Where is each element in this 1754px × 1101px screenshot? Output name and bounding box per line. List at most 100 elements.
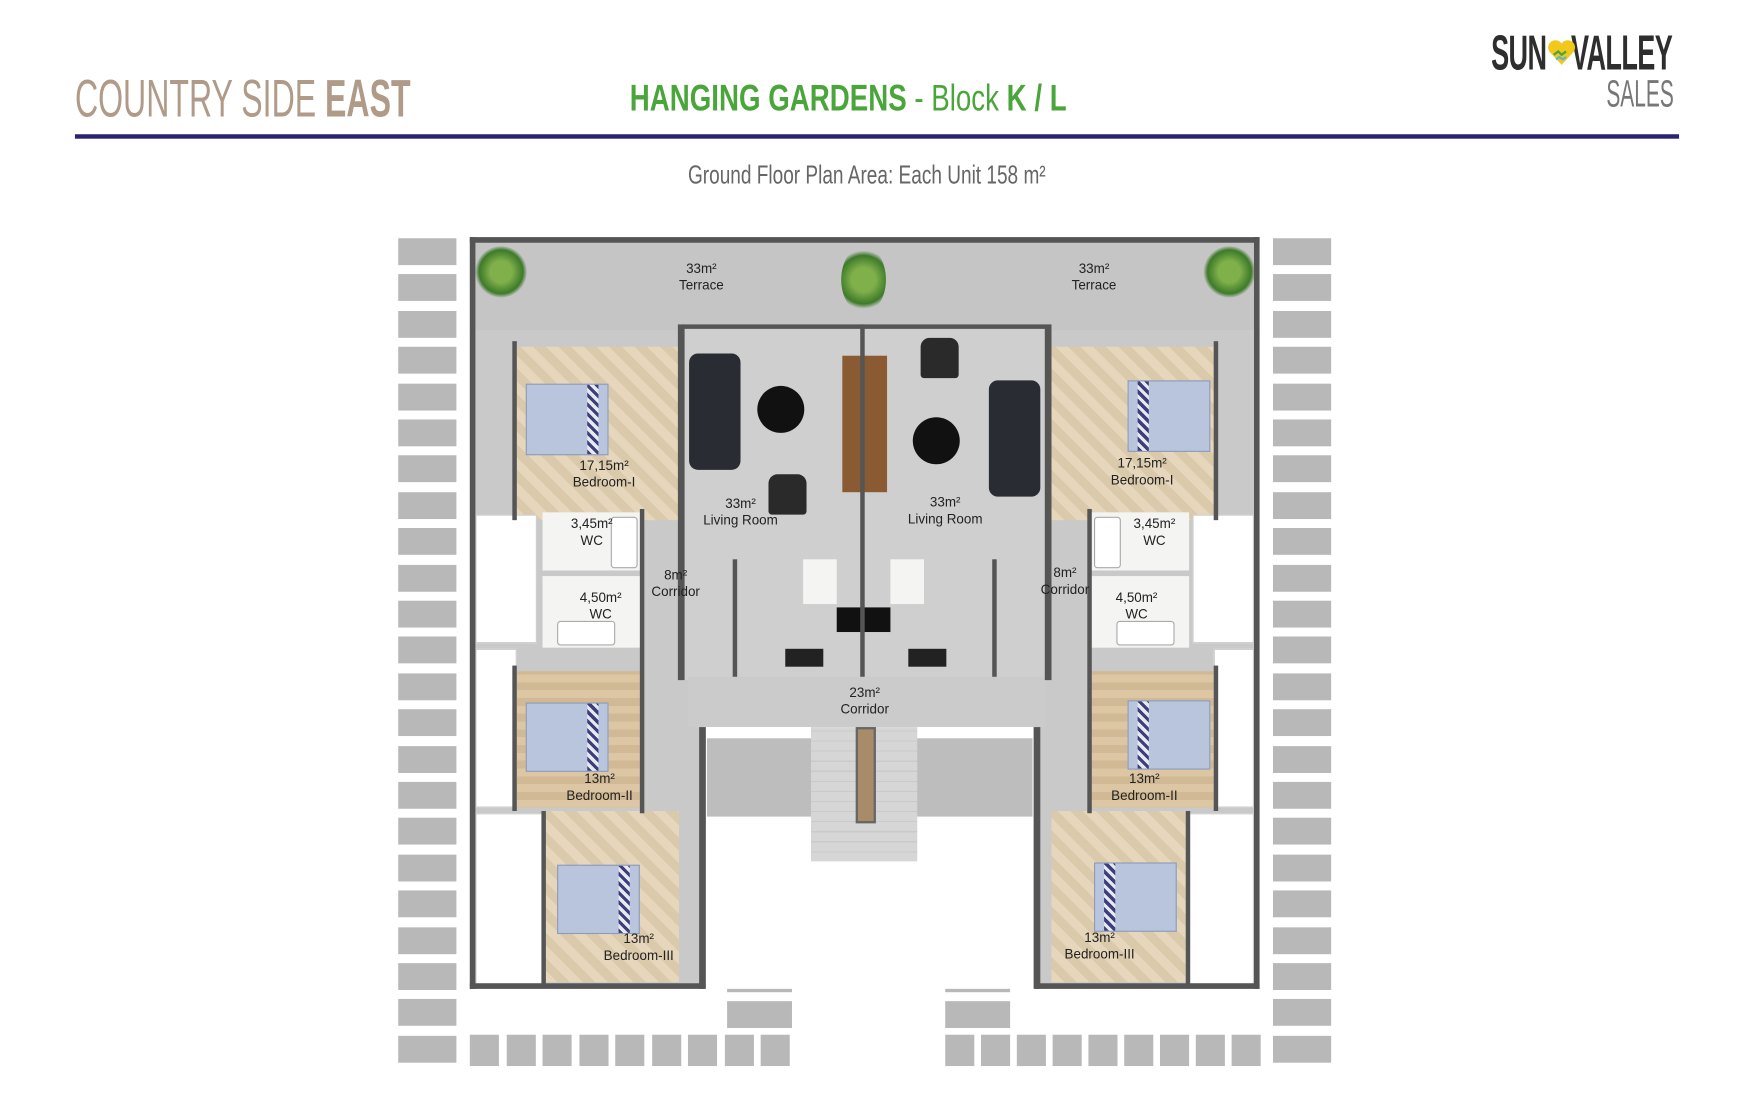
parking-space: [1272, 781, 1332, 809]
separator: -: [906, 77, 932, 119]
parking-space: [1272, 383, 1332, 411]
parking-space: [398, 346, 457, 374]
parking-space: [1272, 709, 1332, 737]
wall: [469, 983, 705, 989]
label-text: 3,45m²: [570, 515, 613, 532]
logo-sales: SALES: [1606, 72, 1674, 116]
parking-space: [1272, 1035, 1332, 1063]
wall: [1034, 983, 1260, 989]
project-name: HANGING GARDENS: [629, 77, 907, 119]
label-text: 17,15m²: [1117, 455, 1167, 471]
wall: [1087, 508, 1092, 814]
development-title: COUNTRY SIDE EAST: [75, 67, 411, 129]
parking-space: [724, 1034, 754, 1067]
parking-space: [506, 1034, 536, 1067]
parking-space: [398, 383, 457, 411]
label-text: Living Room: [907, 511, 983, 527]
bed-icon: [525, 702, 609, 772]
label-text: WC: [1125, 606, 1148, 622]
wall: [699, 727, 706, 989]
wall: [541, 810, 546, 985]
parking-space: [398, 636, 457, 664]
void: [1213, 648, 1254, 808]
parking-space: [1272, 600, 1332, 628]
parking-space: [578, 1034, 608, 1067]
parking-space: [1088, 1034, 1118, 1067]
sink: [785, 648, 824, 667]
parking-space: [398, 238, 457, 266]
logo-valley: VALLEY: [1571, 25, 1673, 81]
plant-icon: [841, 246, 886, 314]
wall: [469, 237, 1260, 243]
label-text: 23m²: [849, 684, 880, 701]
block-value: K / L: [1006, 77, 1067, 119]
parking-space: [398, 419, 457, 447]
parking-space: [398, 854, 457, 882]
label-text: Corridor: [1040, 581, 1090, 598]
bed-icon: [1127, 380, 1211, 452]
void: [475, 648, 517, 808]
wall: [1213, 341, 1219, 521]
parking-space: [1231, 1034, 1261, 1067]
wall: [1213, 665, 1219, 811]
parking-space: [1052, 1034, 1082, 1067]
parking-space: [398, 528, 457, 556]
label-text: Bedroom-II: [1111, 787, 1178, 804]
sofa-icon: [988, 380, 1041, 497]
parking-space: [981, 1034, 1011, 1067]
wall: [512, 341, 517, 521]
bed-icon: [525, 383, 609, 456]
label-text: 33m²: [686, 260, 717, 277]
label-text: WC: [580, 532, 603, 549]
parking-space: [398, 999, 457, 1027]
parking-space: [727, 1001, 792, 1029]
parking-space: [1272, 238, 1332, 266]
parking-space: [615, 1034, 645, 1067]
label-text: 13m²: [1084, 929, 1115, 946]
parking-space: [1272, 818, 1332, 845]
parking-space: [398, 781, 457, 809]
bed-icon: [557, 864, 640, 935]
parking-space: [1272, 636, 1332, 664]
parking-space: [1272, 564, 1332, 592]
label-text: Bedroom-II: [566, 787, 633, 804]
parking-space: [1272, 346, 1332, 374]
parking-space: [1272, 890, 1332, 918]
parking-space: [1272, 310, 1332, 338]
label-text: Terrace: [678, 277, 724, 294]
parking-space: [398, 600, 457, 628]
parking-space: [651, 1034, 681, 1067]
parking-space: [398, 673, 457, 701]
parking-space: [1016, 1034, 1046, 1067]
parking-space: [687, 1034, 718, 1067]
label-text: Corridor: [840, 701, 889, 718]
parking-space: [542, 1034, 572, 1067]
sofa-icon: [689, 353, 741, 470]
bathtub-icon: [1094, 516, 1121, 569]
wall: [1253, 237, 1260, 989]
plant-icon: [1203, 246, 1256, 298]
bathtub-icon: [557, 620, 616, 646]
label-text: Bedroom-III: [1064, 946, 1135, 963]
void: [1192, 514, 1254, 644]
parking-space: [398, 1035, 457, 1063]
parking-space: [1272, 854, 1332, 882]
wall: [512, 665, 517, 811]
parking-space: [1272, 745, 1332, 773]
label-text: 4,50m²: [579, 589, 622, 606]
plan-subtitle: Ground Floor Plan Area: Each Unit 158 m²: [687, 159, 1046, 190]
title-bold: EAST: [325, 68, 411, 128]
parking-space: [760, 1034, 790, 1067]
parking-space: [945, 1034, 975, 1067]
wall: [860, 324, 865, 677]
